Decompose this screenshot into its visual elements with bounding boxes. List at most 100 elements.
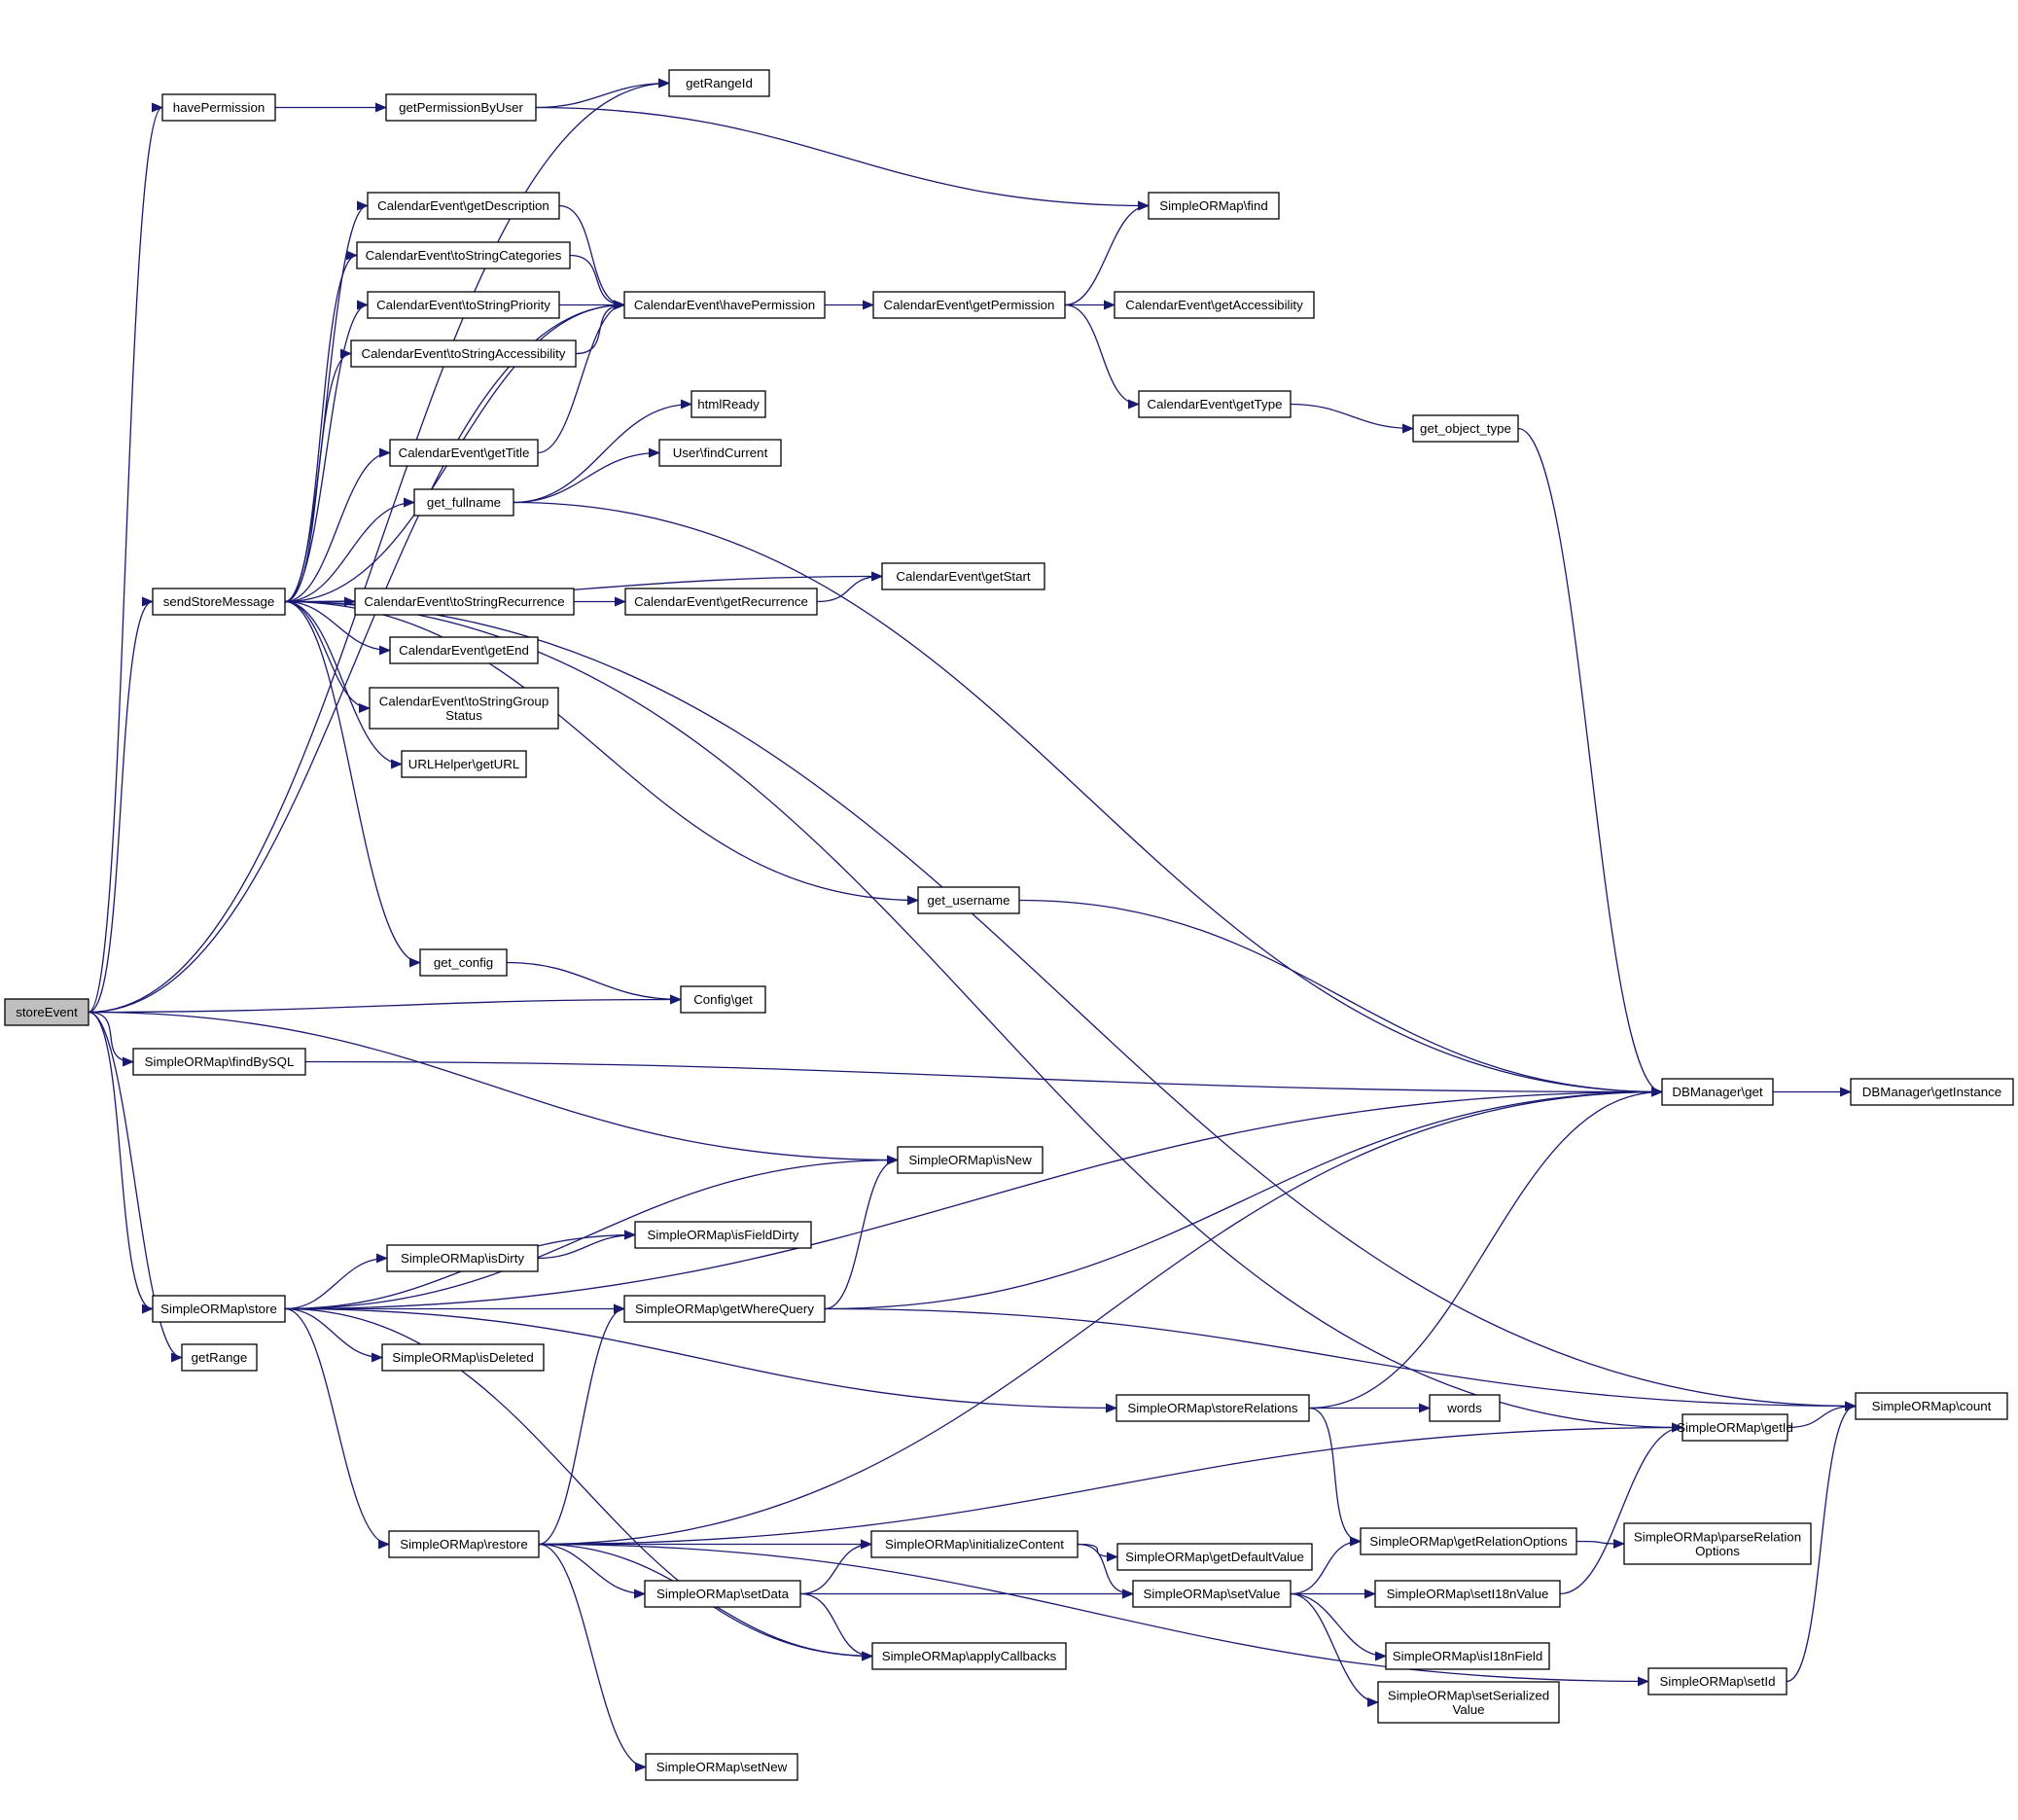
node-ce-get-start[interactable]: CalendarEvent\getStart [881, 562, 1045, 590]
node-sorm-get-relation-options[interactable]: SimpleORMap\getRelationOptions [1360, 1527, 1577, 1555]
node-sorm-find-by-sql[interactable]: SimpleORMap\findBySQL [132, 1048, 306, 1076]
node-label: SimpleORMap\parseRelation [1634, 1529, 1801, 1544]
node-get-config[interactable]: get_config [419, 948, 508, 977]
node-label: htmlReady [697, 397, 760, 411]
node-get-range-id[interactable]: getRangeId [668, 69, 770, 97]
node-box [881, 562, 1045, 590]
node-ce-get-accessibility[interactable]: CalendarEvent\getAccessibility [1114, 291, 1315, 319]
node-label: SimpleORMap\setId [1660, 1674, 1776, 1689]
node-label: SimpleORMap\find [1159, 198, 1268, 213]
edge-sorm-get-id-to-sorm-count [1787, 1401, 1857, 1429]
edge-sorm-store-to-sorm-is-deleted [284, 1307, 383, 1363]
node-ce-to-string-priority[interactable]: CalendarEvent\toStringPriority [367, 291, 560, 319]
node-label: SimpleORMap\setNew [656, 1760, 788, 1774]
edge-sorm-set-value-to-sorm-set-serialized-value [1290, 1592, 1379, 1707]
node-get-fullname[interactable]: get_fullname [413, 488, 514, 517]
node-sorm-is-i18n-field[interactable]: SimpleORMap\isI18nField [1385, 1642, 1550, 1670]
node-ce-get-recurrence[interactable]: CalendarEvent\getRecurrence [624, 588, 818, 616]
node-sorm-find[interactable]: SimpleORMap\find [1148, 192, 1280, 220]
node-sorm-set-new[interactable]: SimpleORMap\setNew [645, 1753, 798, 1781]
node-sorm-store-relations[interactable]: SimpleORMap\storeRelations [1115, 1394, 1310, 1422]
edge-sorm-restore-to-db-manager-get [538, 1087, 1663, 1546]
node-label: SimpleORMap\store [160, 1302, 277, 1316]
edge-sorm-restore-to-sorm-set-data [538, 1543, 646, 1599]
node-sorm-set-value[interactable]: SimpleORMap\setValue [1132, 1580, 1292, 1608]
node-label: User\findCurrent [673, 446, 768, 460]
node-get-username[interactable]: get_username [917, 886, 1020, 914]
node-sorm-apply-callbacks[interactable]: SimpleORMap\applyCallbacks [871, 1642, 1067, 1670]
node-sorm-count[interactable]: SimpleORMap\count [1855, 1392, 2008, 1420]
node-sorm-get-id[interactable]: SimpleORMap\getId [1677, 1413, 1793, 1442]
node-ce-to-string-categories[interactable]: CalendarEvent\toStringCategories [356, 241, 571, 269]
edge-send-store-message-to-sorm-count [284, 600, 1857, 1411]
node-box [1429, 1394, 1501, 1422]
node-box [389, 636, 539, 664]
edge-store-event-to-send-store-message [88, 596, 154, 1014]
node-sorm-set-id[interactable]: SimpleORMap\setId [1647, 1667, 1788, 1695]
node-ce-to-string-accessibility[interactable]: CalendarEvent\toStringAccessibility [350, 339, 577, 368]
edge-sorm-initialize-content-to-sorm-get-default-value [1077, 1543, 1118, 1562]
node-sorm-is-deleted[interactable]: SimpleORMap\isDeleted [381, 1343, 545, 1372]
node-db-manager-get-instance[interactable]: DBManager\getInstance [1850, 1078, 2014, 1106]
node-ce-get-permission[interactable]: CalendarEvent\getPermission [872, 291, 1066, 319]
node-label: CalendarEvent\toStringPriority [376, 298, 550, 312]
edge-sorm-set-value-to-sorm-get-relation-options [1290, 1536, 1362, 1595]
node-box [1855, 1392, 2008, 1420]
node-sorm-is-field-dirty[interactable]: SimpleORMap\isFieldDirty [634, 1221, 812, 1249]
node-sorm-store[interactable]: SimpleORMap\store [152, 1295, 286, 1323]
node-box [690, 390, 766, 418]
node-label: SimpleORMap\isDeleted [392, 1350, 534, 1365]
node-label: SimpleORMap\setValue [1144, 1587, 1281, 1601]
node-sorm-initialize-content[interactable]: SimpleORMap\initializeContent [870, 1530, 1079, 1558]
node-box [388, 1530, 540, 1558]
node-sorm-is-dirty[interactable]: SimpleORMap\isDirty [386, 1244, 539, 1272]
node-label: get_config [434, 955, 493, 970]
node-box [1412, 414, 1519, 443]
node-ce-get-end[interactable]: CalendarEvent\getEnd [389, 636, 539, 664]
node-get-permission-by-user[interactable]: getPermissionByUser [385, 93, 537, 122]
node-config-get[interactable]: Config\get [680, 985, 766, 1014]
node-label: SimpleORMap\isI18nField [1393, 1649, 1542, 1663]
node-db-manager-get[interactable]: DBManager\get [1661, 1078, 1774, 1106]
node-sorm-set-data[interactable]: SimpleORMap\setData [644, 1580, 801, 1608]
edge-sorm-restore-to-sorm-set-new [538, 1543, 647, 1772]
edge-sorm-restore-to-sorm-get-where-query [538, 1303, 625, 1546]
node-box [645, 1753, 798, 1781]
edge-ce-get-description-to-ce-have-permission [558, 204, 625, 310]
node-box [623, 1295, 826, 1323]
node-box [1682, 1413, 1788, 1442]
node-ce-get-type[interactable]: CalendarEvent\getType [1138, 390, 1292, 418]
node-have-permission[interactable]: havePermission [161, 93, 276, 122]
node-get-range[interactable]: getRange [181, 1343, 258, 1372]
node-ce-to-string-recurrence[interactable]: CalendarEvent\toStringRecurrence [354, 588, 575, 616]
edge-sorm-store-relations-to-sorm-get-relation-options [1308, 1407, 1362, 1547]
node-user-find-current[interactable]: User\findCurrent [658, 439, 782, 467]
node-sorm-get-where-query[interactable]: SimpleORMap\getWhereQuery [623, 1295, 826, 1323]
edge-store-event-to-get-range-id [88, 78, 670, 1014]
node-get-object-type[interactable]: get_object_type [1412, 414, 1519, 443]
edge-store-event-to-ce-have-permission [88, 300, 625, 1014]
node-words[interactable]: words [1429, 1394, 1501, 1422]
node-box [1138, 390, 1292, 418]
node-send-store-message[interactable]: sendStoreMessage [152, 588, 286, 616]
edge-store-event-to-config-get [88, 994, 682, 1014]
node-url-helper-get-url[interactable]: URLHelper\getURL [401, 750, 527, 778]
node-box [152, 588, 286, 616]
node-ce-get-title[interactable]: CalendarEvent\getTitle [389, 439, 539, 467]
node-sorm-restore[interactable]: SimpleORMap\restore [388, 1530, 540, 1558]
node-ce-get-description[interactable]: CalendarEvent\getDescription [367, 192, 560, 220]
edge-ce-get-type-to-get-object-type [1290, 403, 1414, 434]
node-sorm-get-default-value[interactable]: SimpleORMap\getDefaultValue [1116, 1543, 1313, 1571]
edge-sorm-get-relation-options-to-sorm-parse-relation-options [1575, 1538, 1625, 1549]
node-box [381, 1343, 545, 1372]
edge-sorm-store-relations-to-db-manager-get [1308, 1087, 1663, 1410]
node-html-ready[interactable]: htmlReady [690, 390, 766, 418]
node-ce-have-permission[interactable]: CalendarEvent\havePermission [623, 291, 826, 319]
node-sorm-set-i18n-value[interactable]: SimpleORMap\setI18nValue [1374, 1580, 1561, 1608]
node-store-event[interactable]: storeEvent [4, 998, 89, 1026]
node-sorm-is-new[interactable]: SimpleORMap\isNew [897, 1146, 1044, 1174]
edge-store-event-to-get-range [88, 1011, 183, 1363]
